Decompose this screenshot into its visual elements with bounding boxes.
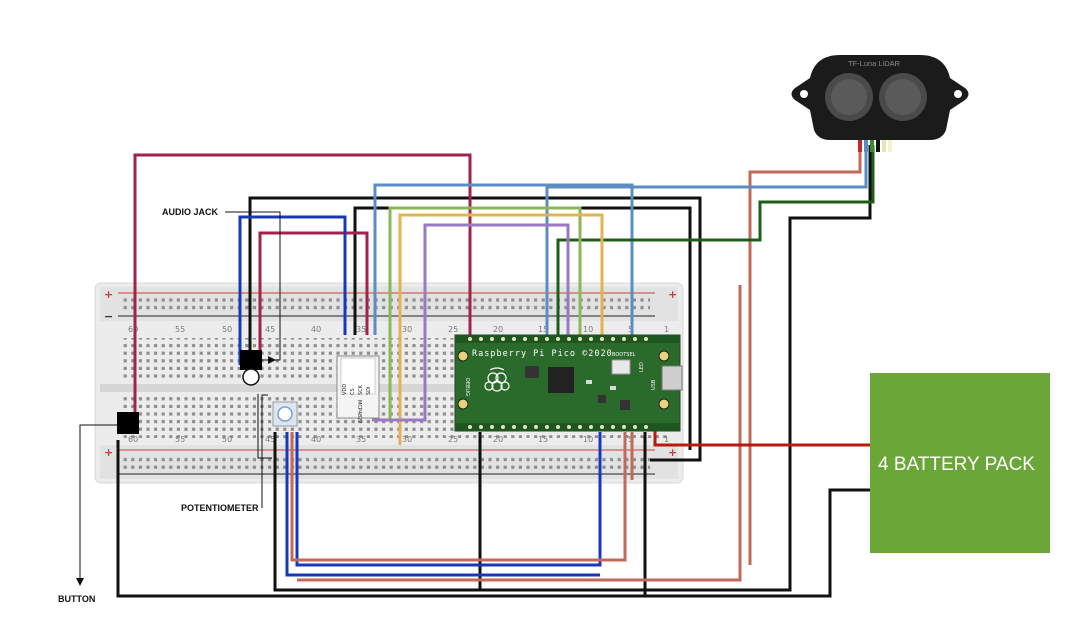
pico-bootsel-button[interactable] <box>611 359 631 375</box>
pico-title: Raspberry Pi Pico ©2020 <box>472 349 613 359</box>
col-num: 30 <box>402 325 412 334</box>
col-num: 50 <box>222 435 232 444</box>
audio-jack <box>240 350 262 386</box>
wire-pot-power <box>290 432 627 562</box>
col-num: 40 <box>311 325 321 334</box>
pico-mount-hole-icon <box>658 350 670 362</box>
wire-button-signal <box>133 153 472 420</box>
wire-pot-blue-2 <box>285 432 600 577</box>
col-num: 35 <box>356 325 366 334</box>
pico-mount-hole-icon <box>457 398 469 410</box>
audio-jack-port-icon <box>242 368 260 386</box>
potentiometer[interactable] <box>272 401 298 427</box>
dac-pin-label: VDD <box>342 384 348 395</box>
pico-usb-port <box>661 365 683 391</box>
raspberry-pi-pico: Raspberry Pi Pico ©2020 BOOTSEL DEBUG LE… <box>454 334 683 432</box>
pico-pins <box>468 337 648 429</box>
col-num: 45 <box>265 435 275 444</box>
top-rail-holes <box>120 297 650 313</box>
wire-green-lidar <box>556 145 875 335</box>
wire-ground-bottom <box>116 440 870 598</box>
col-num: 1 <box>664 325 669 334</box>
wire-vcc-return <box>297 285 742 582</box>
wire-ground-lidar <box>273 145 872 592</box>
tf-luna-lidar: TF-Luna LiDAR <box>791 55 969 152</box>
bottom-rail-holes <box>120 455 650 471</box>
col-num: 10 <box>583 435 593 444</box>
col-num: 35 <box>356 435 366 444</box>
col-num: 60 <box>128 325 138 334</box>
top-column-numbers: 60 55 50 45 40 35 30 25 20 15 10 5 1 <box>128 325 669 334</box>
potentiometer-label: POTENTIOMETER <box>181 503 259 513</box>
pico-flash-chip <box>525 366 539 378</box>
dac-pin-label: CS <box>350 388 356 395</box>
wire-audio-blue <box>238 215 347 365</box>
col-num: 15 <box>538 325 548 334</box>
wire-ground-top-loop <box>248 196 702 462</box>
button-label: BUTTON <box>58 594 95 604</box>
bottom-right-plus-sign: + <box>668 446 677 459</box>
push-button[interactable] <box>117 412 139 434</box>
top-right-plus-sign: + <box>668 288 677 301</box>
col-num: 25 <box>448 325 458 334</box>
lidar-label: TF-Luna LiDAR <box>848 59 901 68</box>
col-num: 50 <box>222 325 232 334</box>
col-num: 30 <box>402 435 412 444</box>
potentiometer-leader-branch <box>257 394 272 459</box>
raspberry-logo-icon <box>484 367 510 392</box>
button-arrow-icon <box>76 578 84 586</box>
pico-usb-label: USB <box>651 379 657 390</box>
battery-pack: 4 BATTERY PACK <box>870 373 1050 553</box>
wire-lidar-vcc <box>748 145 862 565</box>
top-plus-sign: + <box>104 288 113 301</box>
col-num: 40 <box>311 435 321 444</box>
col-num: 1 <box>664 435 669 444</box>
battery-label: 4 BATTERY PACK <box>878 454 1035 475</box>
wire-yellow <box>398 213 604 445</box>
button-leader <box>79 424 120 580</box>
pico-rp2040-chip <box>548 367 574 393</box>
wire-purple <box>372 223 570 422</box>
col-num: 60 <box>128 435 138 444</box>
dac-chip: VDD CS SCK SDI MCP4822 <box>336 355 380 424</box>
pico-mount-hole-icon <box>658 398 670 410</box>
col-num: 10 <box>583 325 593 334</box>
lidar-mount-hole-icon <box>954 90 962 98</box>
bottom-plus-sign: + <box>104 446 113 459</box>
audio-jack-label: AUDIO JACK <box>162 207 219 217</box>
dac-pin-label: SDI <box>366 387 372 396</box>
top-minus-sign: − <box>104 310 113 323</box>
wire-lightblue-lidar <box>545 145 868 335</box>
dac-pin-label: SCK <box>358 384 364 395</box>
wire-audio-signal <box>258 231 369 365</box>
wire-green-light <box>388 206 582 420</box>
pico-debug-label: DEBUG <box>464 378 470 396</box>
col-num: 20 <box>493 435 503 444</box>
potentiometer-leader-main <box>261 394 268 508</box>
col-num: 20 <box>493 325 503 334</box>
pico-led-label: LED <box>639 362 645 372</box>
potentiometer-knob-icon <box>277 406 293 422</box>
lidar-mount-hole-icon <box>800 90 808 98</box>
col-num: 25 <box>448 435 458 444</box>
wire-pot-blue-1 <box>295 432 602 567</box>
wires <box>116 145 875 598</box>
col-num: 55 <box>175 325 185 334</box>
pico-bootsel-label: BOOTSEL <box>612 352 636 358</box>
col-num: 45 <box>265 325 275 334</box>
leader-lines <box>79 211 281 580</box>
audio-jack-arrow-icon <box>268 356 276 364</box>
col-num: 55 <box>175 435 185 444</box>
col-num: 15 <box>538 435 548 444</box>
dac-chip-label: MCP4822 <box>356 400 362 424</box>
pico-mount-hole-icon <box>457 350 469 362</box>
wire-battery-positive <box>653 425 870 447</box>
wire-lightblue-1 <box>373 183 634 335</box>
